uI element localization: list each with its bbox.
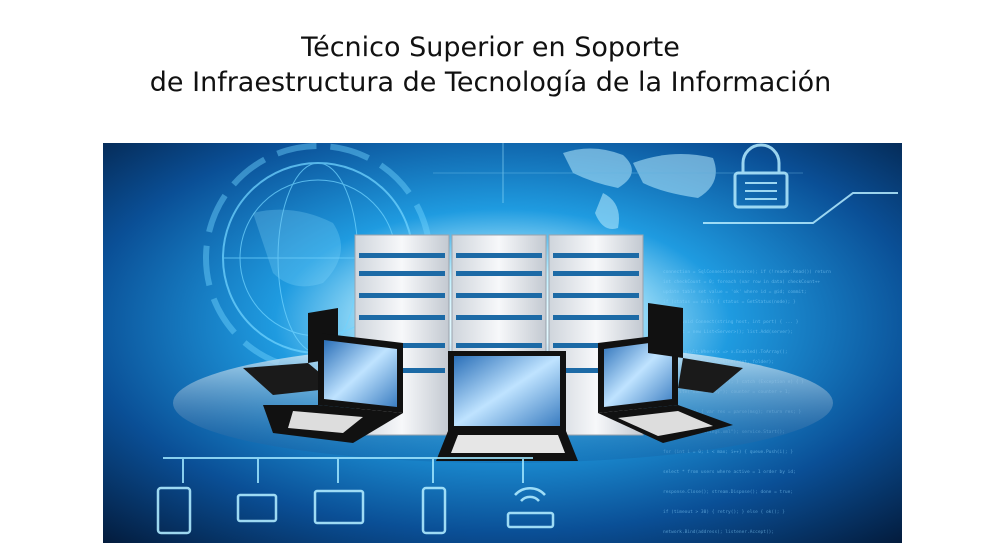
desktop-monitor-icon — [313, 489, 365, 525]
hero-image: connection = SqlConnection(source); if (… — [103, 143, 902, 543]
svg-text:network.Bind(address); listene: network.Bind(address); listener.Accept()… — [663, 529, 774, 535]
padlock-icon — [703, 143, 898, 224]
tablet-icon — [156, 486, 192, 535]
svg-text:connection = SqlConnection(sou: connection = SqlConnection(source); if (… — [663, 269, 831, 275]
title-line-2: de Infraestructura de Tecnología de la I… — [149, 67, 832, 98]
svg-text:select * from users where acti: select * from users where active = 1 ord… — [663, 469, 796, 475]
laptop-icon-small — [236, 493, 278, 523]
svg-text:update table set value = 'ok': update table set value = 'ok' where id =… — [663, 289, 807, 295]
page-title: Técnico Superior en Soporte de Infraestr… — [0, 30, 981, 100]
svg-text:if (status == null) { status =: if (status == null) { status = GetStatus… — [663, 299, 796, 305]
svg-text:return result.Where(x => x.Ena: return result.Where(x => x.Enabled).ToAr… — [663, 349, 788, 355]
smartphone-icon — [421, 486, 447, 535]
server-tower-icon — [354, 234, 644, 436]
wifi-router-icon — [506, 486, 555, 529]
svg-text:if (timeout > 30) { retry(); }: if (timeout > 30) { retry(); } else { ok… — [663, 509, 785, 515]
svg-text:var list = new List<Server>();: var list = new List<Server>(); list.Add(… — [663, 329, 793, 335]
svg-text:int checkCount = 0; foreach (v: int checkCount = 0; foreach (var row in … — [663, 279, 820, 285]
world-map-icon — [433, 143, 803, 229]
svg-text:response.Close(); stream.Dispo: response.Close(); stream.Dispose(); done… — [663, 489, 793, 495]
svg-text:public void Connect(string hos: public void Connect(string host, int por… — [663, 319, 799, 325]
title-line-1: Técnico Superior en Soporte — [301, 32, 680, 63]
laptop-icon — [243, 303, 743, 461]
svg-text:for (int i = 0; i < max; i++): for (int i = 0; i < max; i++) { queue.Pu… — [663, 449, 793, 455]
